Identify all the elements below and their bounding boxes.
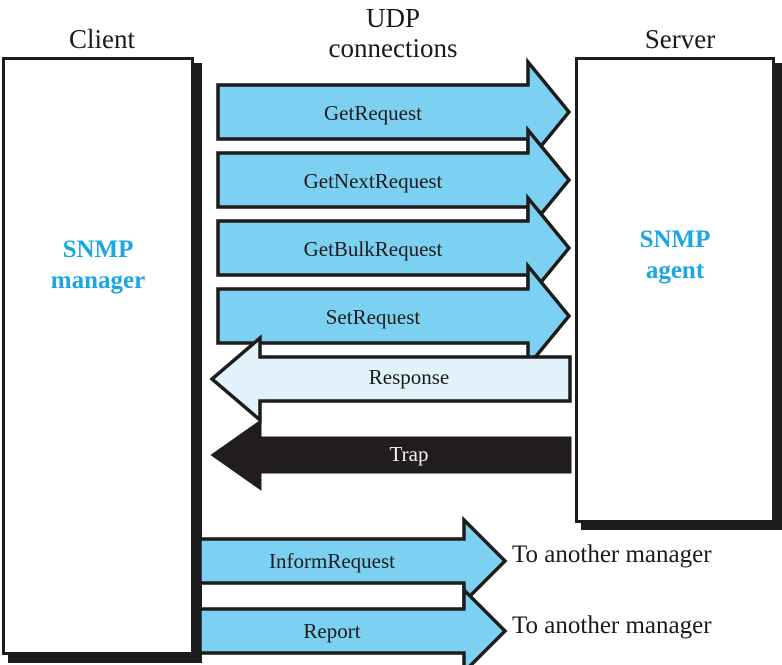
client-box-shadow-bottom (8, 655, 202, 663)
arrow-getnextrequest (216, 125, 572, 235)
client-box-shadow-right (194, 63, 202, 661)
arrow-response (209, 334, 572, 424)
arrow-getrequest (216, 57, 572, 167)
arrow-trap (210, 419, 572, 491)
client-box (2, 57, 194, 655)
client-label: Client (69, 24, 135, 54)
snmp-manager-label: SNMP manager (50, 236, 146, 294)
inform-target-note: To another manager (512, 541, 712, 568)
snmp-agent-label: SNMP agent (639, 226, 711, 284)
server-box-shadow-right (775, 63, 782, 529)
server-box-shadow-bottom (581, 523, 782, 530)
udp-connections-label: UDP connections (328, 3, 458, 63)
server-label: Server (644, 24, 716, 54)
arrow-informrequest (198, 515, 508, 607)
server-box (575, 57, 775, 523)
arrow-report (198, 585, 508, 665)
arrow-getbulkrequest (216, 193, 572, 303)
report-target-note: To another manager (512, 612, 712, 639)
arrow-setrequest (216, 261, 572, 371)
